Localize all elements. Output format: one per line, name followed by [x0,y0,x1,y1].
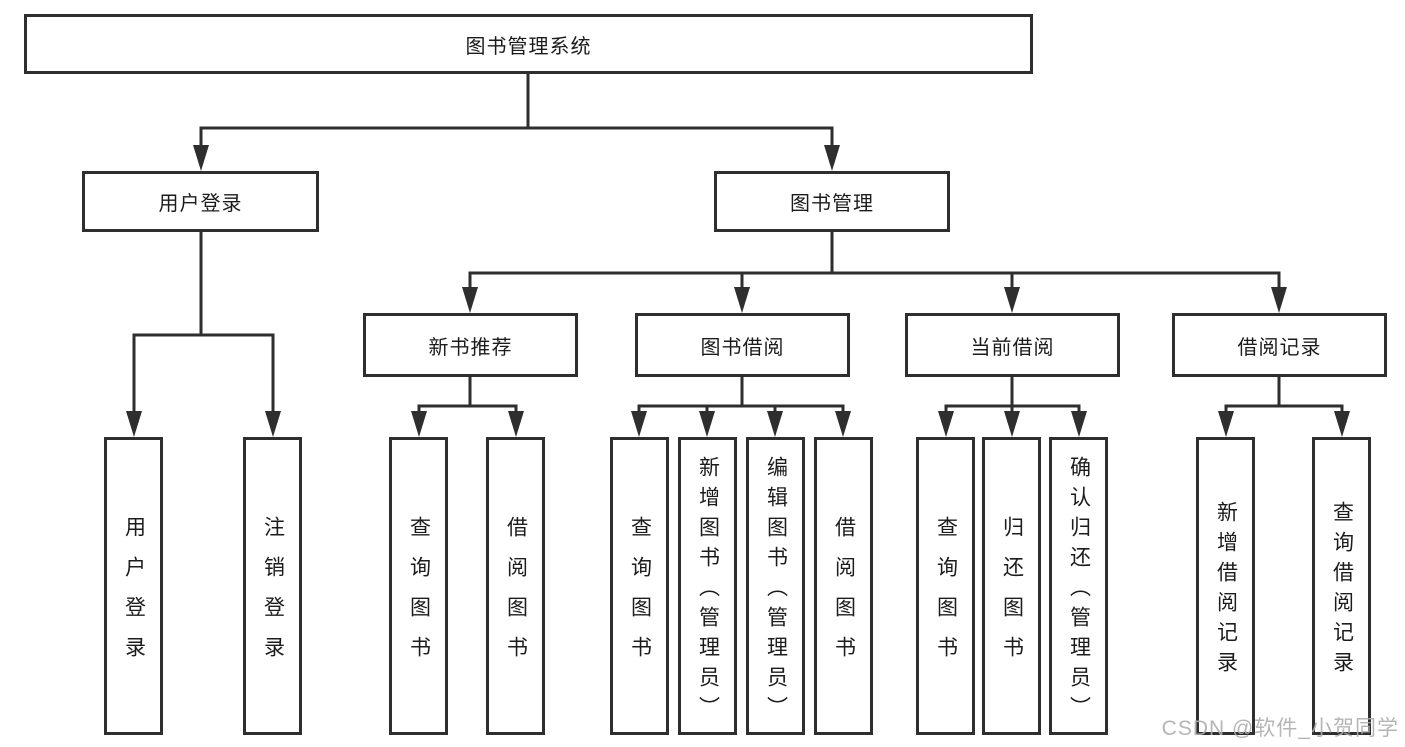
leaf-label: 编辑图书（管理员） [764,455,788,726]
leaf-edit-book-admin: 编辑图书（管理员） [746,437,805,735]
leaf-label: 借阅图书 [504,515,528,676]
leaf-query-books-3: 查询图书 [916,437,975,735]
leaf-label: 注销登录 [261,515,285,676]
leaf-logout: 注销登录 [243,437,302,735]
leaf-label: 查询借阅记录 [1330,500,1354,681]
leaf-label: 归还图书 [1000,515,1024,676]
leaf-label: 确认归还（管理员） [1067,455,1091,726]
node-new-book-recommendation: 新书推荐 [363,313,578,377]
leaf-add-borrow-record: 新增借阅记录 [1196,437,1255,735]
node-borrowing-records: 借阅记录 [1172,313,1387,377]
node-label: 当前借阅 [970,336,1055,359]
leaf-borrow-books: 借阅图书 [486,437,545,735]
leaf-query-borrow-record: 查询借阅记录 [1312,437,1371,735]
leaf-query-books: 查询图书 [389,437,448,735]
node-label: 图书管理 [790,193,874,215]
node-label: 图书借阅 [700,336,785,359]
node-library-management-system: 图书管理系统 [24,14,1033,74]
leaf-label: 用户登录 [122,515,146,676]
node-label: 新书推荐 [428,336,513,359]
leaf-return-book: 归还图书 [982,437,1041,735]
leaf-confirm-return-admin: 确认归还（管理员） [1049,437,1108,735]
leaf-label: 查询图书 [628,515,652,676]
leaf-label: 新增图书（管理员） [696,455,720,726]
leaf-label: 查询图书 [934,515,958,676]
leaf-label: 查询图书 [407,515,431,676]
leaf-borrow-books-2: 借阅图书 [814,437,873,735]
leaf-user-login: 用户登录 [104,437,163,735]
node-label: 图书管理系统 [465,35,592,58]
leaf-label: 借阅图书 [832,515,856,676]
leaf-label: 新增借阅记录 [1214,500,1238,681]
node-current-borrowing: 当前借阅 [905,313,1120,377]
node-book-borrowing: 图书借阅 [635,313,850,377]
node-label: 借阅记录 [1237,336,1322,359]
watermark-text: CSDN @软件_小贺同学 [1161,717,1399,740]
node-book-management: 图书管理 [714,171,950,232]
node-user-login: 用户登录 [82,171,319,232]
leaf-query-books-2: 查询图书 [610,437,669,735]
node-label: 用户登录 [158,193,243,215]
leaf-add-book-admin: 新增图书（管理员） [678,437,737,735]
